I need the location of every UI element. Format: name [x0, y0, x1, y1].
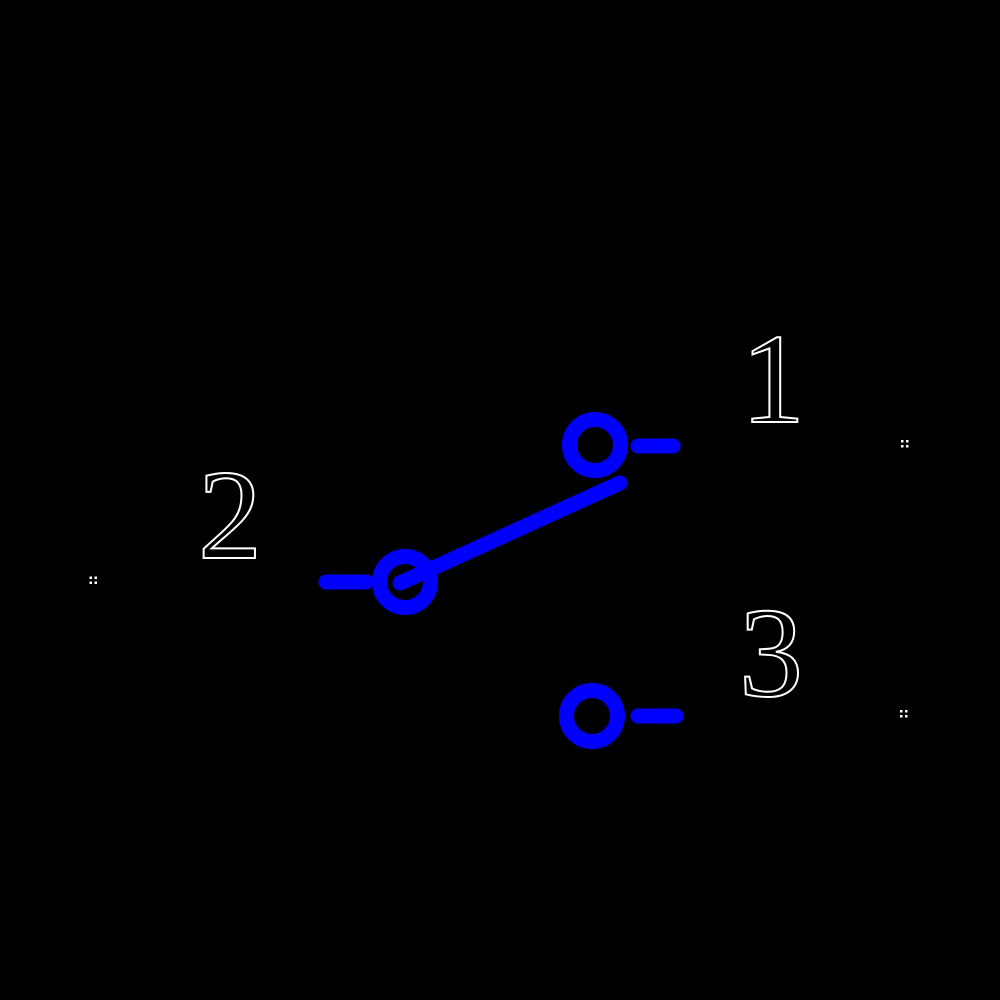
switch-lever[interactable] [392, 475, 628, 591]
connection-dots-icon[interactable] [89, 576, 98, 585]
spdt-switch-symbol[interactable]: 1 2 3 [197, 307, 806, 749]
pin-2[interactable]: 2 [197, 443, 438, 615]
connection-dots-icon[interactable] [900, 710, 908, 718]
pin-1[interactable]: 1 [562, 307, 806, 478]
pin-1-terminal-circle[interactable] [562, 412, 628, 478]
pin-3-label: 3 [739, 582, 803, 724]
pin-3-terminal-circle[interactable] [559, 683, 625, 749]
pin-2-label: 2 [198, 444, 262, 586]
pin-1-label: 1 [741, 308, 805, 450]
connection-dots-icon[interactable] [901, 440, 909, 448]
pin-2-terminal-circle[interactable] [372, 549, 438, 615]
pin-3[interactable]: 3 [559, 581, 804, 749]
